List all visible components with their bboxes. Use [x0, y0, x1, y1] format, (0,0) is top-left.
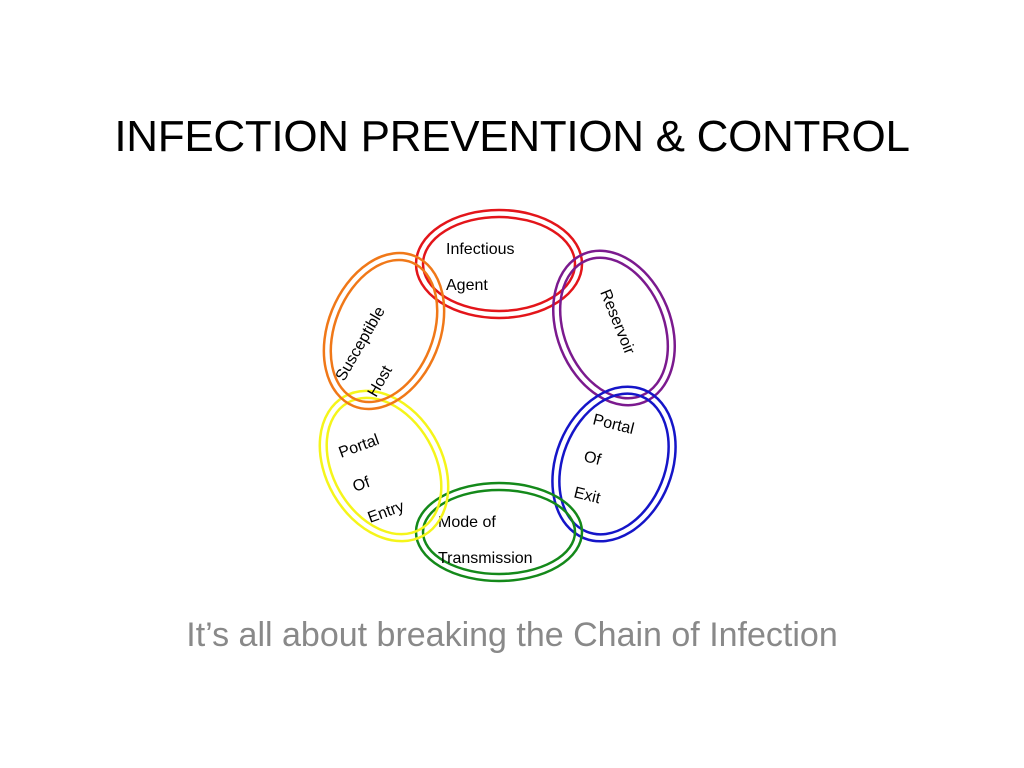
- link-mode-of-transmission-inner-ring: [421, 488, 577, 576]
- link-infectious-agent-outer-ring: [414, 208, 584, 320]
- link-portal-of-exit-label-line-2: Of: [582, 448, 603, 469]
- link-portal-of-entry-label-line-1: Portal: [337, 431, 382, 461]
- link-reservoir-label: Reservoir: [596, 287, 638, 357]
- link-infectious-agent: Infectious Agent: [414, 208, 584, 320]
- slide-subtitle: It’s all about breaking the Chain of Inf…: [186, 616, 838, 654]
- link-susceptible-host: [322, 251, 446, 411]
- link-portal-of-exit-label-line-3: Exit: [572, 484, 603, 507]
- link-portal-of-entry-label-line-2: Of: [351, 474, 373, 496]
- link-infectious-agent-label-line-2: Agent: [446, 277, 488, 294]
- link-susceptible-host-inner-ring: [329, 258, 439, 404]
- link-portal-of-entry-outer-ring: [318, 389, 450, 543]
- link-susceptible-host-outer-ring: [322, 251, 446, 411]
- link-portal-of-exit: [551, 385, 677, 543]
- link-portal-of-exit-outer-ring: [551, 385, 677, 543]
- link-mode-of-transmission-label-line-1: Mode of: [438, 514, 496, 531]
- slide-title: INFECTION PREVENTION & CONTROL: [114, 112, 910, 161]
- link-infectious-agent-label-line-1: Infectious: [446, 241, 514, 258]
- link-portal-of-exit-inner-ring: [558, 392, 670, 536]
- link-portal-of-exit-label-line-1: Portal: [591, 411, 636, 438]
- link-portal-of-entry: [318, 389, 450, 543]
- link-mode-of-transmission-label-line-2: Transmission: [438, 550, 533, 567]
- link-reservoir-outer-ring: [551, 249, 677, 407]
- link-infectious-agent-inner-ring: [421, 215, 577, 313]
- link-portal-of-entry-label-line-3: Entry: [366, 498, 407, 527]
